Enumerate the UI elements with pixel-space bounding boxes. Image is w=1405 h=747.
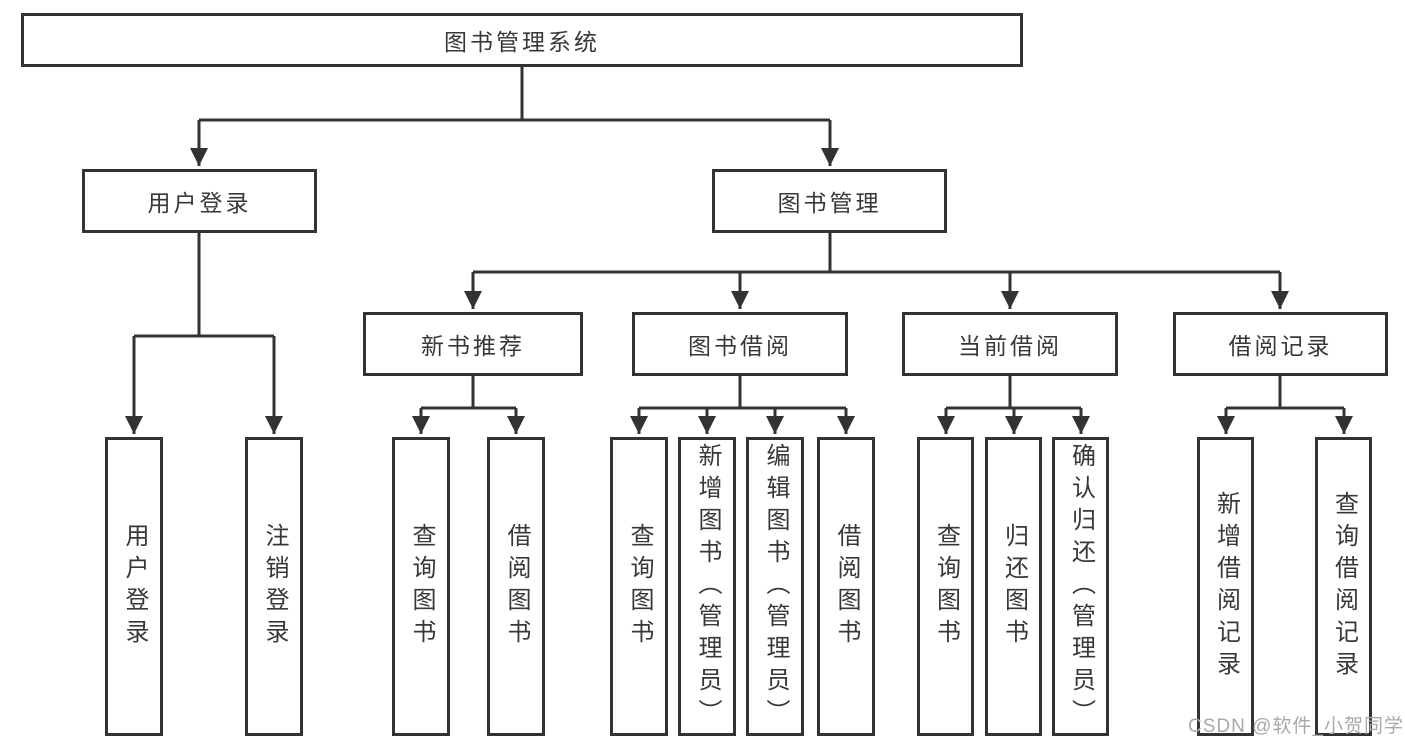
leaf-confirm-return-admin-label: 确认归还（管理员） [1067,442,1095,731]
leaf-logout-label: 注销登录 [261,522,288,651]
leaf-query-borrow-record-label: 查询借阅记录 [1330,490,1358,683]
node-current-borrowing-label: 当前借阅 [958,333,1062,359]
leaf-add-borrow-record: 新增借阅记录 [1197,437,1254,736]
leaf-query-books-recommend: 查询图书 [392,437,450,736]
node-new-book-recommendation: 新书推荐 [363,312,583,376]
leaf-return-books: 归还图书 [985,437,1042,736]
node-book-borrowing: 图书借阅 [632,312,848,376]
node-root: 图书管理系统 [21,13,1023,67]
node-book-borrowing-label: 图书借阅 [688,333,792,359]
node-new-book-recommendation-label: 新书推荐 [421,333,525,359]
leaf-add-books-admin-label: 新增图书（管理员） [694,442,721,731]
leaf-query-books-recommend-label: 查询图书 [408,522,435,651]
leaf-add-books-admin: 新增图书（管理员） [678,437,736,736]
leaf-confirm-return-admin: 确认归还（管理员） [1052,437,1109,736]
leaf-edit-books-admin-label: 编辑图书（管理员） [762,442,789,731]
node-current-borrowing: 当前借阅 [902,312,1118,376]
leaf-borrow-books-recommend: 借阅图书 [487,437,545,736]
node-borrowing-records-label: 借阅记录 [1228,333,1333,359]
node-root-label: 图书管理系统 [444,29,600,55]
leaf-query-books-borrow-label: 查询图书 [626,522,653,651]
leaf-add-borrow-record-label: 新增借阅记录 [1212,490,1240,683]
leaf-query-books-borrow: 查询图书 [610,437,668,736]
leaf-query-borrow-record: 查询借阅记录 [1315,437,1372,736]
leaf-return-books-label: 归还图书 [1000,522,1028,651]
leaf-query-books-current: 查询图书 [917,437,974,736]
leaf-borrow-books: 借阅图书 [817,437,875,736]
node-user-login-label: 用户登录 [147,190,252,216]
leaf-query-books-current-label: 查询图书 [932,522,960,651]
leaf-user-login: 用户登录 [105,437,163,736]
node-book-management-label: 图书管理 [777,190,882,216]
node-book-management: 图书管理 [712,169,947,233]
leaf-edit-books-admin: 编辑图书（管理员） [746,437,804,736]
node-user-login: 用户登录 [82,169,317,233]
leaf-user-login-label: 用户登录 [121,522,148,651]
node-borrowing-records: 借阅记录 [1173,312,1388,376]
leaf-logout: 注销登录 [245,437,303,736]
leaf-borrow-books-recommend-label: 借阅图书 [503,522,530,651]
leaf-borrow-books-label: 借阅图书 [833,522,860,651]
csdn-watermark: CSDN @软件_小贺同学 [1188,716,1404,737]
